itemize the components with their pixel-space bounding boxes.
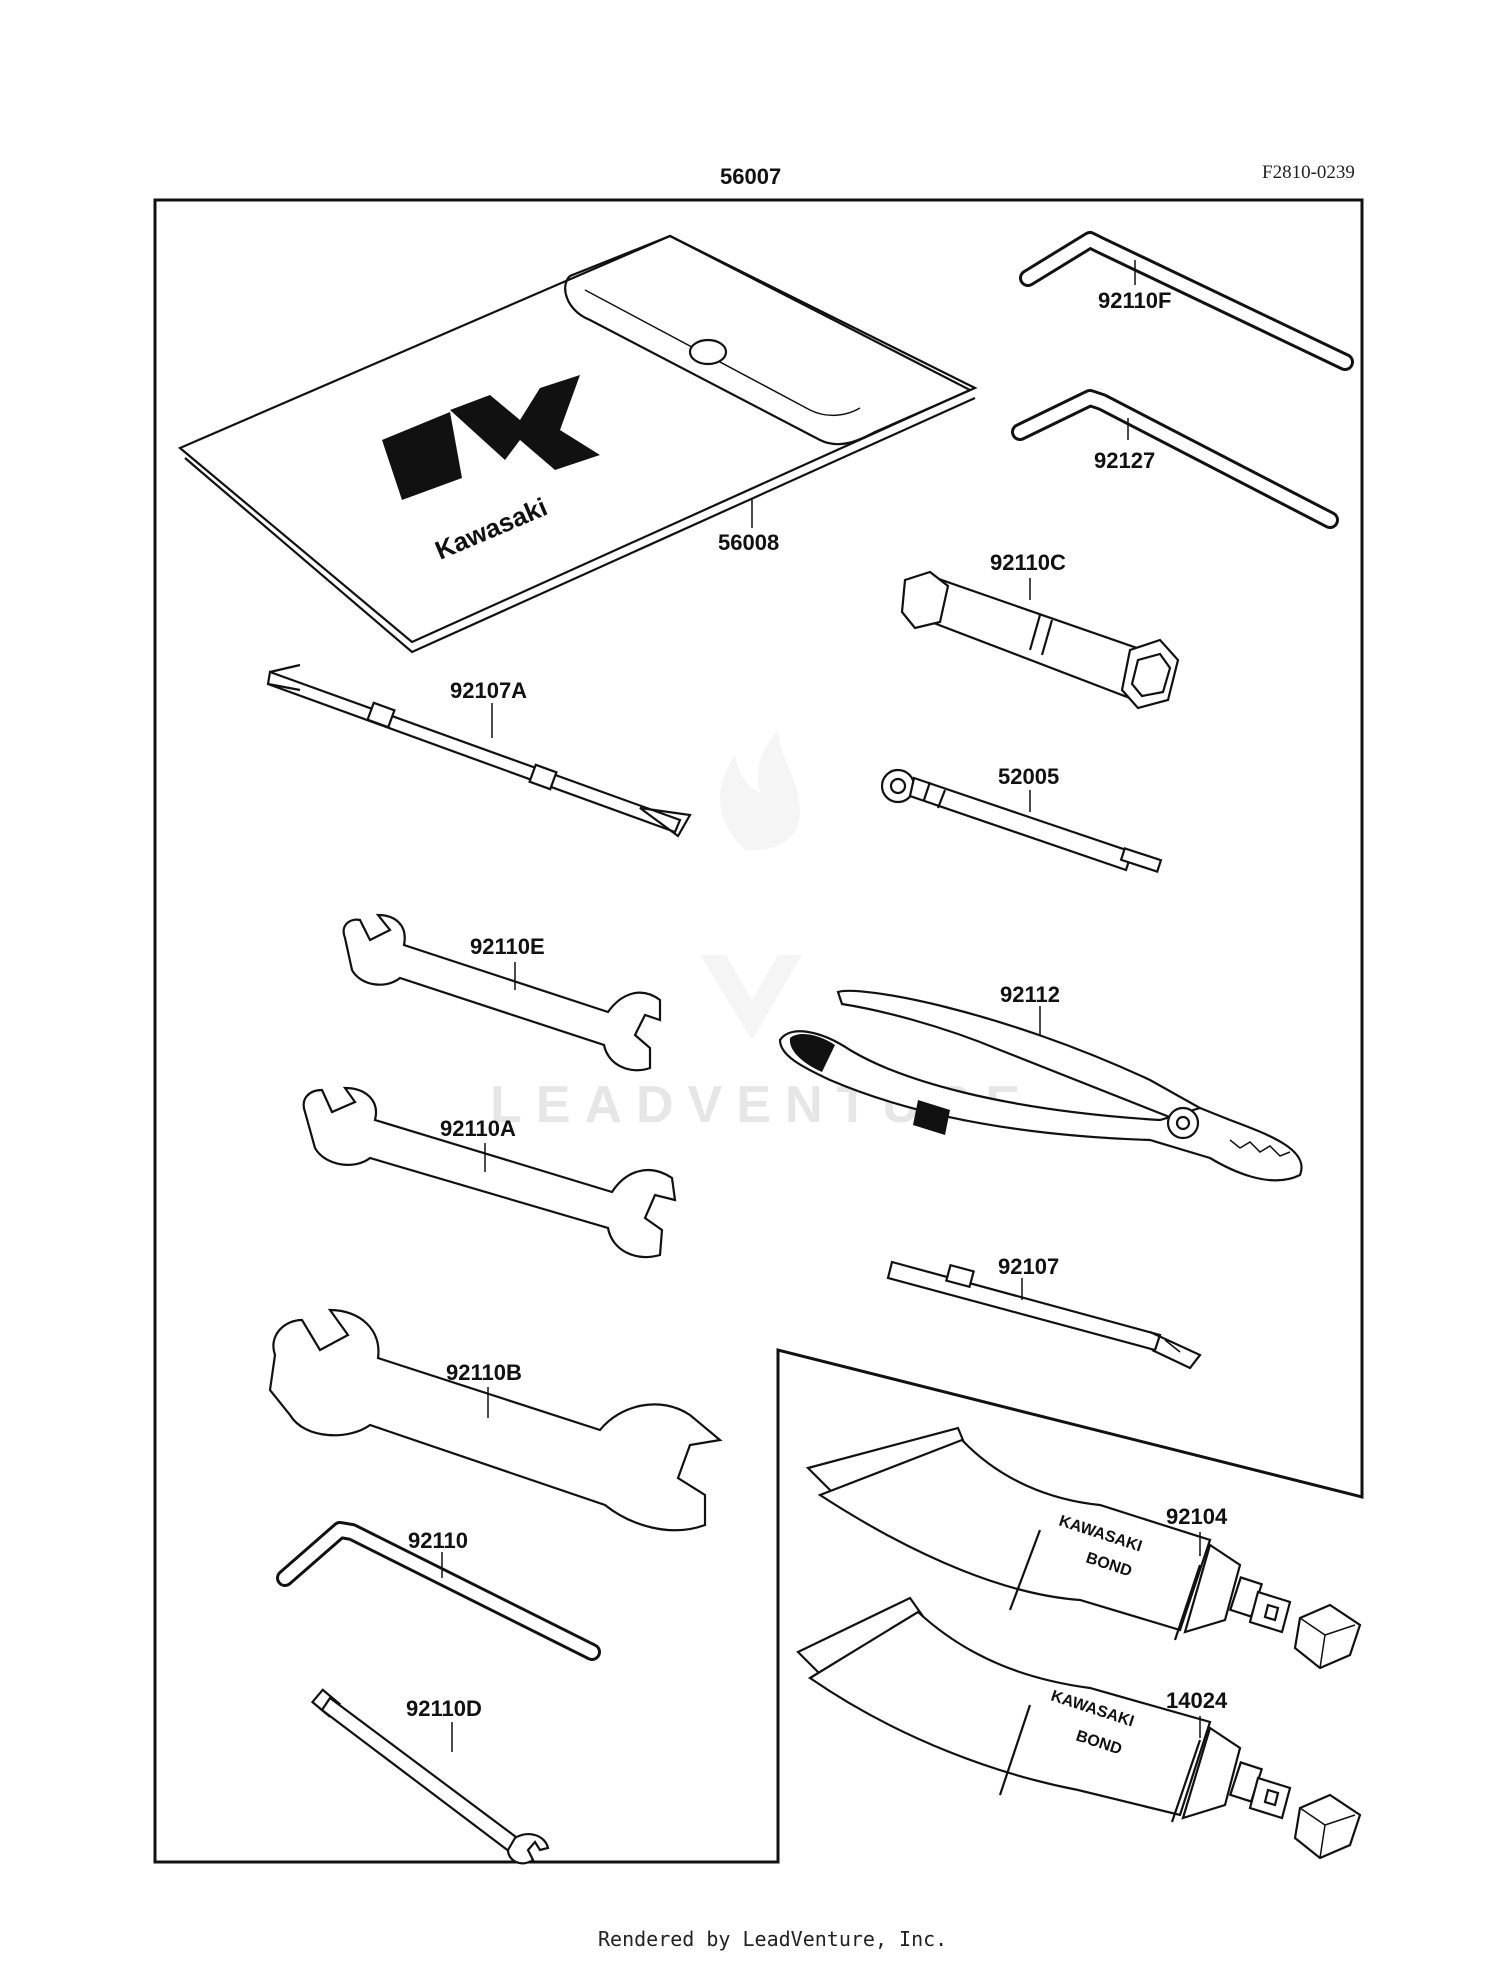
screwdriver-92107A bbox=[266, 663, 692, 838]
part-number-92107: 92107 bbox=[998, 1254, 1059, 1279]
part-number-92104: 92104 bbox=[1166, 1504, 1228, 1529]
part-number-92110: 92110 bbox=[408, 1528, 468, 1553]
kawasaki-logo: Kawasaki bbox=[382, 375, 600, 566]
plug-socket-92110C bbox=[900, 570, 1180, 710]
pliers-92112 bbox=[778, 989, 1303, 1182]
part-number-52005: 52005 bbox=[998, 764, 1059, 789]
part-number-92112: 92112 bbox=[1000, 982, 1060, 1007]
wrench-92110E bbox=[342, 913, 662, 1072]
part-number-92127: 92127 bbox=[1094, 448, 1155, 473]
part-number-92110C: 92110C bbox=[990, 550, 1066, 575]
kawasaki-logo-text: Kawasaki bbox=[431, 492, 552, 566]
part-number-56008: 56008 bbox=[718, 530, 779, 555]
wrench-92110A bbox=[302, 1086, 677, 1259]
part-number-56007: 56007 bbox=[720, 164, 781, 189]
tool-bag: Kawasaki bbox=[177, 234, 978, 654]
watermark-logo bbox=[700, 730, 802, 1040]
footer-credit: Rendered by LeadVenture, Inc. bbox=[598, 1927, 947, 1951]
part-number-92110E: 92110E bbox=[470, 934, 545, 959]
part-number-92107A: 92107A bbox=[450, 678, 527, 703]
bond-tube-14024: KAWASAKI BOND bbox=[796, 1596, 1362, 1860]
hex-key-92110 bbox=[276, 1521, 601, 1661]
part-number-92110B: 92110B bbox=[446, 1360, 522, 1385]
part-number-92110F: 92110F bbox=[1098, 288, 1171, 313]
hex-key-92110F bbox=[1019, 231, 1354, 371]
part-number-92110A: 92110A bbox=[440, 1116, 516, 1141]
bond-tube-92104: KAWASAKI BOND bbox=[805, 1426, 1362, 1670]
kit-frame bbox=[153, 198, 1364, 1864]
drawing-id: F2810-0239 bbox=[1262, 162, 1355, 183]
wrench-92110B bbox=[268, 1308, 723, 1532]
screwdriver-92107 bbox=[886, 1260, 1202, 1370]
extension-bar-52005 bbox=[880, 768, 1163, 873]
part-number-14024: 14024 bbox=[1166, 1688, 1228, 1713]
hex-key-92127 bbox=[1011, 389, 1339, 529]
part-number-92110D: 92110D bbox=[406, 1696, 482, 1721]
spoke-wrench-92110D bbox=[310, 1688, 550, 1865]
